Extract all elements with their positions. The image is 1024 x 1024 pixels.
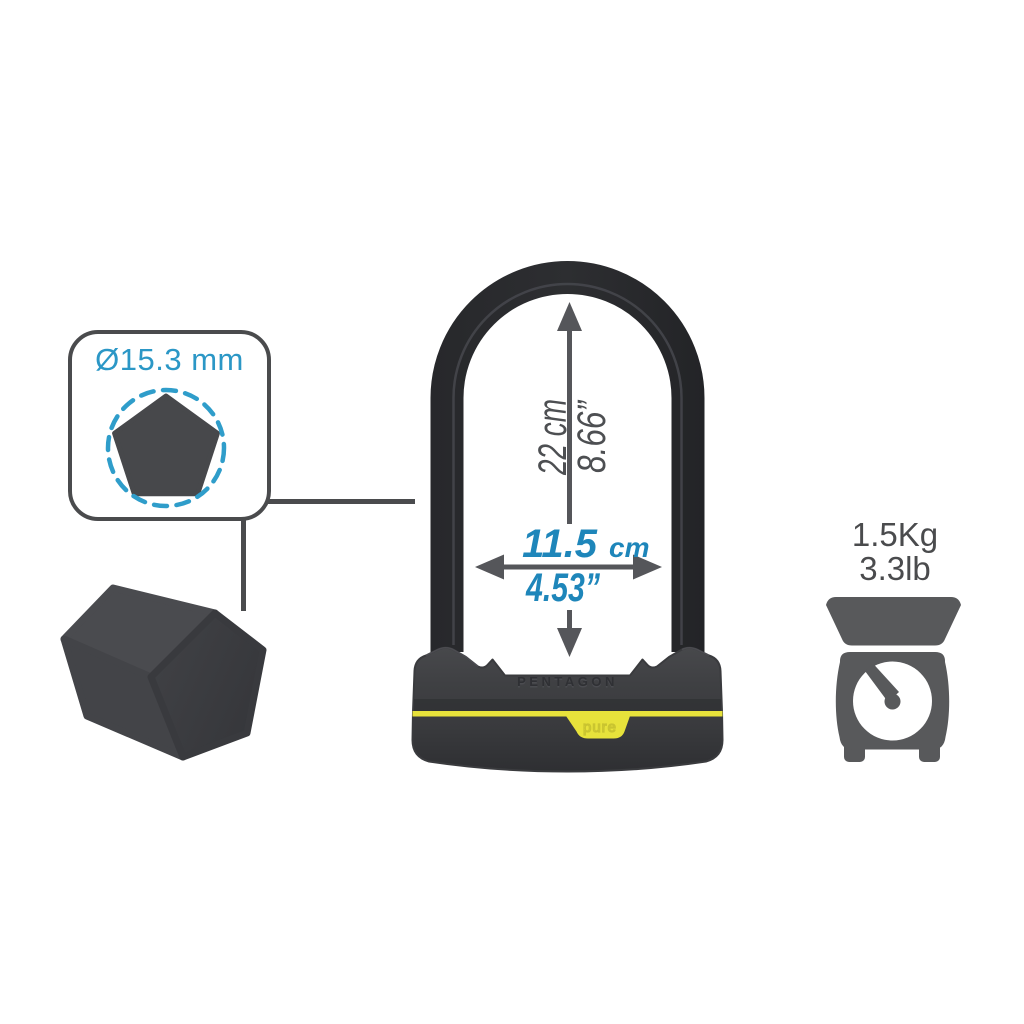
weight-spec: 1.5Kg 3.3lb [814, 518, 976, 586]
lock-brand-emboss-light: PENTAGON [517, 676, 618, 691]
lock-body-top-highlight [425, 646, 710, 668]
weight-metric-label: 1.5Kg [851, 516, 939, 553]
callout-connector-horizontal [268, 499, 415, 504]
scale-needle-hub [884, 693, 901, 710]
height-metric-label: 22 cm [531, 399, 575, 476]
model-badge [566, 716, 630, 739]
width-arrow [475, 554, 662, 580]
callout-connector-vertical [241, 517, 246, 611]
model-badge-label: pure [583, 719, 617, 736]
arrowhead-left [475, 554, 504, 580]
arrowhead-right [633, 554, 662, 580]
scale-bowl [826, 597, 961, 646]
prism-face-front [147, 609, 267, 761]
accent-stripe [412, 711, 723, 717]
scale-needle [865, 663, 899, 702]
arrowhead-up [557, 302, 582, 331]
u-lock-illustration: PENTAGON PENTAGON pure 22 cm 8.66” 11.5 … [411, 261, 724, 773]
height-arrow [557, 302, 582, 657]
height-imperial-label: 8.66” [570, 400, 614, 473]
shackle-highlight [452, 282, 683, 645]
shackle [430, 261, 705, 652]
pentagon-cross-section-icon [105, 387, 227, 509]
pentagon-shape [112, 393, 220, 497]
width-imperial-label: 4.53” [525, 566, 600, 610]
dashed-circle [105, 387, 227, 509]
kitchen-scale-icon [826, 597, 961, 762]
lock-brand-embossed: PENTAGON [517, 674, 618, 689]
diameter-label: Ø15.3 mm [95, 342, 244, 377]
arrowhead-down [557, 628, 582, 657]
width-metric-unit: cm [609, 532, 649, 563]
weight-imperial-label: 3.3lb [859, 550, 931, 587]
pentagon-shackle-3d-icon [60, 584, 267, 761]
width-metric-value: 11.5 [522, 522, 598, 566]
body-seam-shadow [414, 699, 721, 711]
shackle-diameter-callout: Ø15.3 mm [68, 330, 271, 521]
